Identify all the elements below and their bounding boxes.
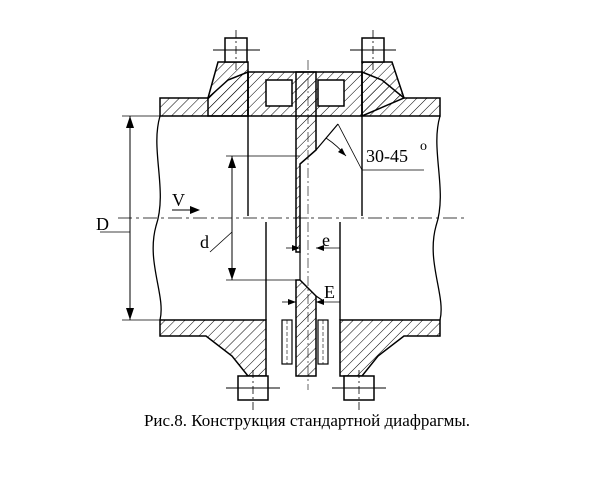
break-lines (152, 115, 442, 321)
figure-caption: Рис.8. Конструкция стандартной диафрагмы… (144, 411, 470, 430)
label-d: d (200, 232, 209, 252)
dimension-E (282, 299, 340, 305)
label-D: D (96, 214, 109, 234)
orifice-plate (295, 60, 339, 390)
bore-lines (247, 116, 363, 320)
label-degree: o (420, 139, 427, 154)
dimension-d (209, 155, 300, 281)
dimension-e (286, 245, 340, 251)
label-V: V (172, 190, 185, 210)
label-angle: 30-45 (366, 146, 408, 166)
label-e: e (322, 230, 330, 250)
angle-callout (325, 123, 424, 171)
label-E: E (324, 282, 335, 302)
lower-wall (159, 319, 441, 410)
dimension-D (100, 115, 160, 321)
flow-arrow (172, 206, 200, 214)
